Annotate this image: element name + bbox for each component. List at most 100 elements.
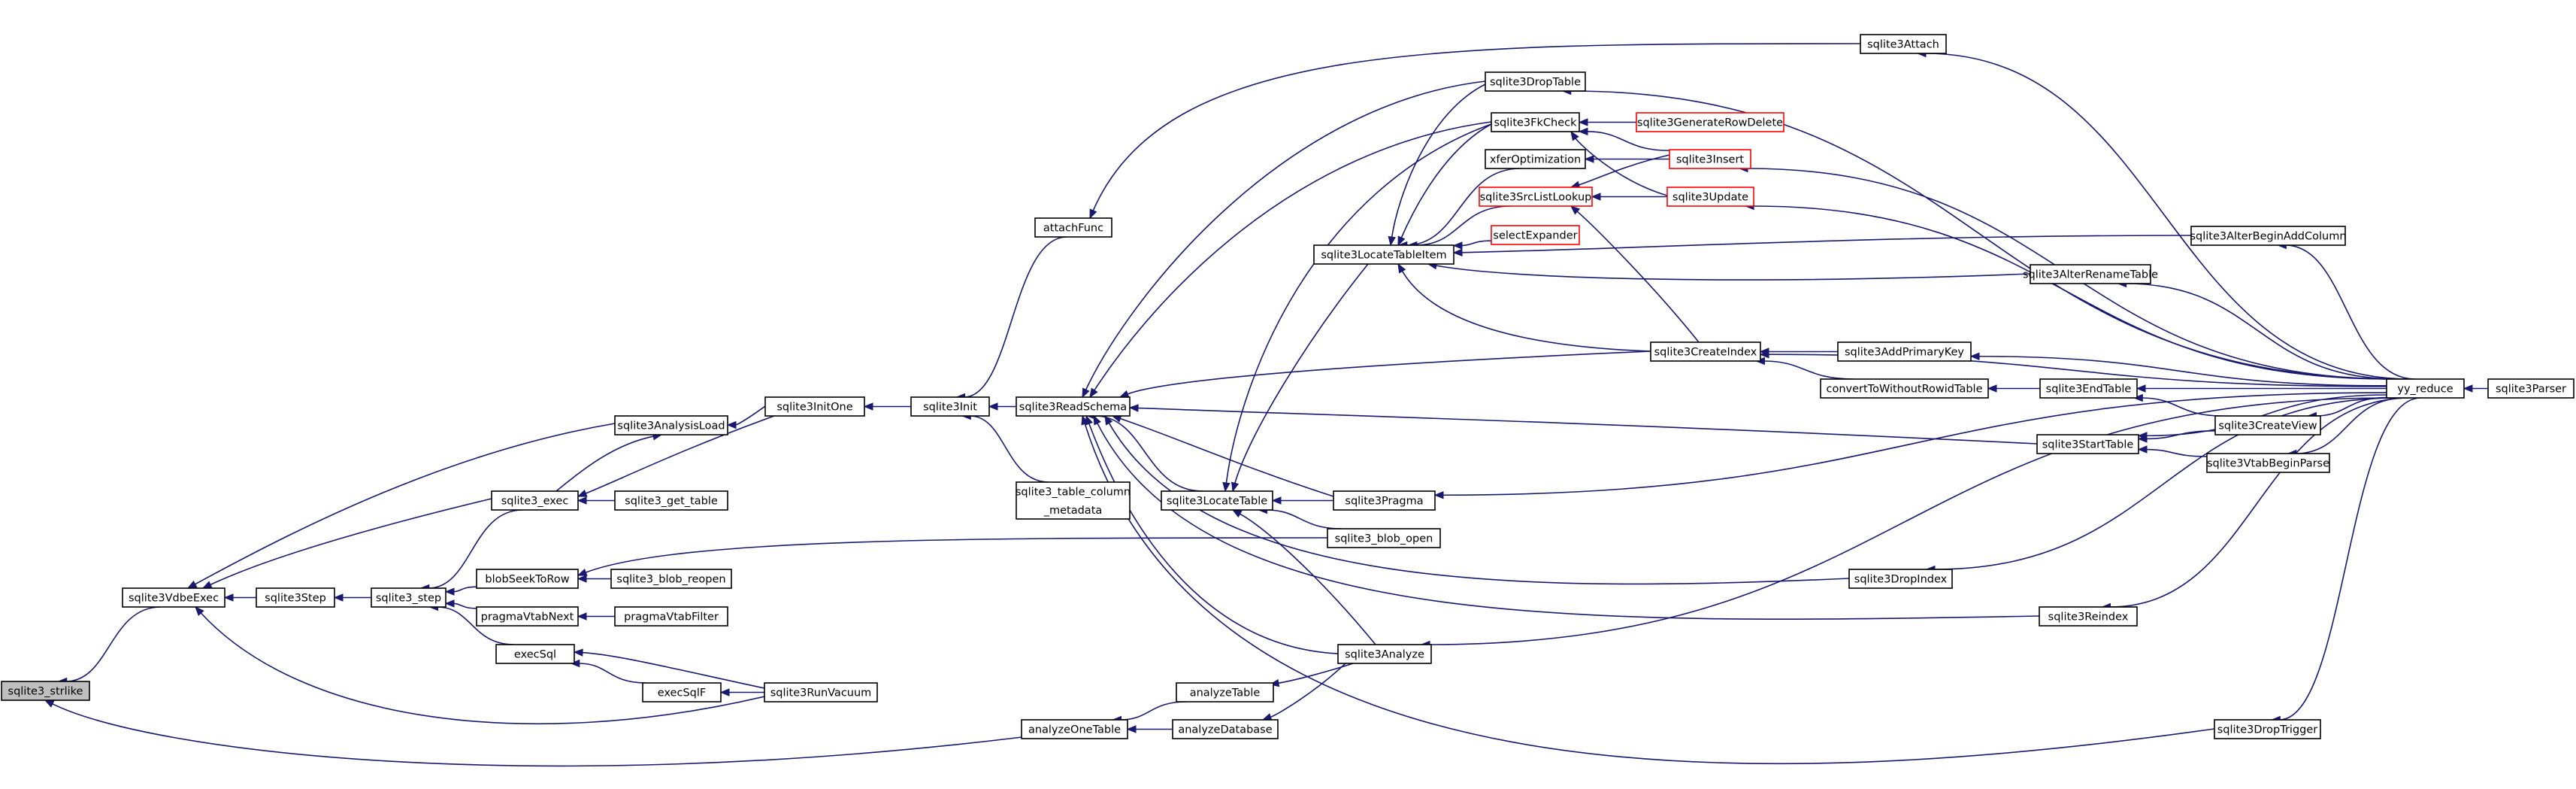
- node-label: sqlite3DropTrigger: [2217, 724, 2318, 736]
- call-edge-sqlite3_table_column_metadata-to-sqlite3Init: [961, 411, 1049, 483]
- node-sqlite3EndTable[interactable]: sqlite3EndTable: [2039, 378, 2138, 399]
- edge-line: [1924, 53, 2411, 380]
- node-sqlite3Parser[interactable]: sqlite3Parser: [2487, 378, 2574, 399]
- edge-line: [1401, 270, 1651, 352]
- edge-line: [734, 405, 766, 426]
- node-selectExpander[interactable]: selectExpander: [1491, 225, 1580, 245]
- edge-line: [555, 435, 655, 492]
- call-edge-sqlite3EndTable-to-convertToWithoutRowidTable: [1987, 384, 2041, 393]
- node-sqlite3VtabBeginParse[interactable]: sqlite3VtabBeginParse: [2206, 453, 2330, 473]
- node-label: sqlite3_strlike: [8, 686, 83, 698]
- node-pragmaVtabFilter[interactable]: pragmaVtabFilter: [614, 606, 728, 627]
- node-sqlite3_step[interactable]: sqlite3_step: [371, 587, 446, 608]
- node-sqlite3DropTable[interactable]: sqlite3DropTable: [1485, 71, 1586, 92]
- call-edge-execSqlF-to-execSql: [570, 659, 646, 684]
- node-sqlite3DropIndex[interactable]: sqlite3DropIndex: [1848, 569, 1953, 589]
- node-sqlite3_get_table[interactable]: sqlite3_get_table: [614, 490, 728, 511]
- node-box: [2039, 378, 2138, 399]
- call-edge-sqlite3Step-to-sqlite3VdbeExec: [223, 593, 257, 602]
- node-sqlite3AddPrimaryKey[interactable]: sqlite3AddPrimaryKey: [1837, 341, 1972, 362]
- node-label: sqlite3Init: [923, 402, 977, 414]
- call-edge-sqlite3GenerateRowDelete-to-sqlite3FkCheck: [1578, 118, 1636, 126]
- call-edge-analyzeDatabase-to-analyzeOneTable: [1126, 725, 1173, 733]
- node-box: [1860, 34, 1947, 54]
- edge-line: [1126, 350, 1651, 396]
- node-execSql[interactable]: execSql: [495, 644, 575, 664]
- node-analyzeDatabase[interactable]: analyzeDatabase: [1172, 719, 1279, 739]
- node-analyzeTable[interactable]: analyzeTable: [1176, 682, 1274, 703]
- edge-line: [1429, 397, 2389, 645]
- node-sqlite3InitOne[interactable]: sqlite3InitOne: [764, 396, 865, 417]
- node-sqlite3_exec[interactable]: sqlite3_exec: [491, 490, 579, 511]
- arrowhead-icon: [333, 593, 344, 602]
- edge-line: [964, 236, 1067, 398]
- node-sqlite3_table_column_metadata[interactable]: sqlite3_table_column_metadata: [1016, 481, 1131, 520]
- node-box: [2214, 719, 2321, 739]
- node-sqlite3LocateTable[interactable]: sqlite3LocateTable: [1161, 490, 1273, 511]
- node-sqlite3VdbeExec[interactable]: sqlite3VdbeExec: [122, 587, 226, 608]
- call-edge-sqlite3LocateTableItem-to-sqlite3LocateTable: [1230, 263, 1369, 493]
- call-edge-sqlite3Attach-to-attachFunc: [1089, 43, 1861, 220]
- node-label: sqlite3Step: [265, 593, 326, 605]
- node-sqlite3AlterRenameTable[interactable]: sqlite3AlterRenameTable: [2023, 264, 2158, 284]
- call-edge-sqlite3RunVacuum-to-execSqlF: [719, 688, 765, 696]
- node-box: [1636, 112, 1784, 132]
- node-sqlite3Insert[interactable]: sqlite3Insert: [1669, 149, 1751, 169]
- edge-line: [1277, 663, 1354, 684]
- edge-line: [578, 663, 646, 684]
- node-sqlite3CreateIndex[interactable]: sqlite3CreateIndex: [1650, 341, 1761, 362]
- node-yy_reduce[interactable]: yy_reduce: [2386, 378, 2465, 399]
- node-label: sqlite3_exec: [501, 496, 569, 508]
- node-sqlite3AnalysisLoad[interactable]: sqlite3AnalysisLoad: [614, 415, 728, 435]
- node-sqlite3Update[interactable]: sqlite3Update: [1666, 187, 1754, 207]
- node-box: [610, 569, 732, 589]
- node-box: [491, 490, 579, 511]
- call-edge-sqlite3Analyze-to-analyzeDatabase: [1261, 663, 1346, 721]
- node-sqlite3CreateView[interactable]: sqlite3CreateView: [2214, 415, 2321, 435]
- call-edge-sqlite3_get_table-to-sqlite3_exec: [577, 496, 615, 505]
- node-sqlite3ReadSchema[interactable]: sqlite3ReadSchema: [1016, 396, 1131, 417]
- node-sqlite3Analyze[interactable]: sqlite3Analyze: [1337, 644, 1432, 664]
- call-edge-yy_reduce-to-sqlite3EndTable: [2136, 384, 2387, 393]
- node-sqlite3Pragma[interactable]: sqlite3Pragma: [1333, 490, 1436, 511]
- arrowhead-icon: [2137, 432, 2148, 440]
- node-sqlite3SrcListLookup[interactable]: sqlite3SrcListLookup: [1479, 187, 1593, 207]
- node-label: sqlite3Reindex: [2048, 611, 2129, 624]
- edge-line: [1085, 80, 1486, 391]
- node-analyzeOneTable[interactable]: analyzeOneTable: [1021, 719, 1128, 739]
- node-sqlite3Step[interactable]: sqlite3Step: [256, 587, 335, 608]
- node-sqlite3_strlike[interactable]: sqlite3_strlike: [1, 681, 90, 701]
- node-convertToWithoutRowidTable[interactable]: convertToWithoutRowidTable: [1820, 378, 1989, 399]
- call-edge-sqlite3_step-to-sqlite3Step: [333, 593, 372, 602]
- node-label: sqlite3_table_column: [1016, 486, 1131, 498]
- node-label: sqlite3Parser: [2496, 384, 2566, 396]
- node-sqlite3RunVacuum[interactable]: sqlite3RunVacuum: [764, 682, 878, 703]
- node-sqlite3FkCheck[interactable]: sqlite3FkCheck: [1491, 112, 1580, 132]
- node-sqlite3Init[interactable]: sqlite3Init: [910, 396, 990, 417]
- node-sqlite3StartTable[interactable]: sqlite3StartTable: [2036, 434, 2139, 454]
- call-edge-yy_reduce-to-sqlite3AlterBeginAddColumn: [2277, 241, 2416, 380]
- node-box: [1016, 396, 1131, 417]
- edge-line: [1978, 355, 2387, 387]
- node-box: [1, 681, 90, 701]
- node-sqlite3Reindex[interactable]: sqlite3Reindex: [2039, 606, 2138, 627]
- call-edge-sqlite3Analyze-to-sqlite3ReadSchema: [1085, 414, 1339, 654]
- node-sqlite3_blob_reopen[interactable]: sqlite3_blob_reopen: [610, 569, 732, 589]
- node-sqlite3GenerateRowDelete[interactable]: sqlite3GenerateRowDelete: [1636, 112, 1784, 132]
- node-attachFunc[interactable]: attachFunc: [1034, 217, 1112, 238]
- node-sqlite3DropTrigger[interactable]: sqlite3DropTrigger: [2214, 719, 2321, 739]
- edge-line: [1088, 423, 1339, 654]
- node-sqlite3_blob_open[interactable]: sqlite3_blob_open: [1327, 528, 1441, 548]
- call-edge-sqlite3CreateIndex-to-sqlite3SrcListLookup: [1570, 205, 1700, 343]
- node-pragmaVtabNext[interactable]: pragmaVtabNext: [476, 606, 579, 627]
- node-box: [1820, 378, 1989, 399]
- node-execSqlF[interactable]: execSqlF: [642, 682, 722, 703]
- node-box: [1021, 719, 1128, 739]
- node-box: [614, 490, 728, 511]
- node-blobSeekToRow[interactable]: blobSeekToRow: [476, 569, 579, 589]
- node-sqlite3Attach[interactable]: sqlite3Attach: [1860, 34, 1947, 54]
- node-xferOptimization[interactable]: xferOptimization: [1485, 149, 1586, 169]
- node-sqlite3LocateTableItem[interactable]: sqlite3LocateTableItem: [1313, 244, 1454, 265]
- node-sqlite3AlterBeginAddColumn[interactable]: sqlite3AlterBeginAddColumn: [2190, 226, 2347, 246]
- node-label: sqlite3StartTable: [2042, 439, 2134, 451]
